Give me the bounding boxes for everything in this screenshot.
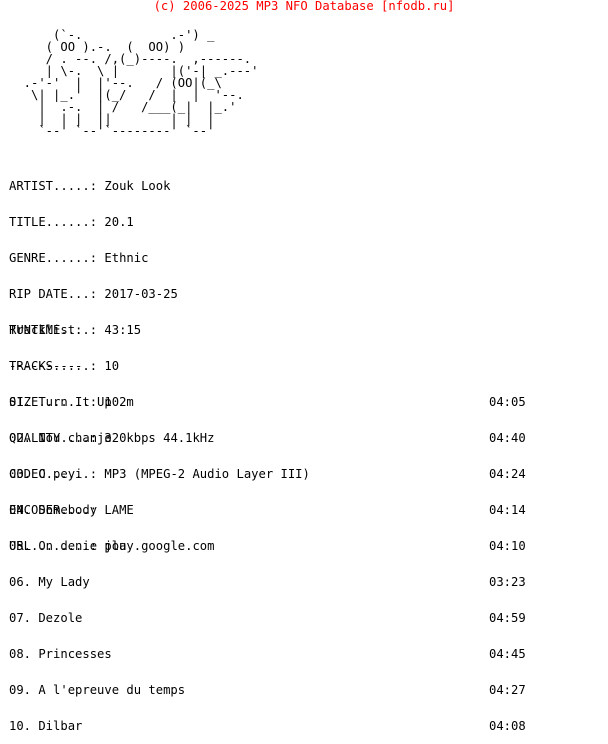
track-row: 04. Somebody 04:14 — [9, 504, 529, 516]
info-row-tracks: TRACKS.....: 10 — [9, 360, 310, 372]
track-title: 07. Dezole — [9, 611, 83, 625]
track-title: 03. O peyi — [9, 467, 83, 481]
info-row-rip-date: RIP DATE...: 2017-03-25 — [9, 288, 310, 300]
info-row-title: TITLE......: 20.1 — [9, 216, 310, 228]
info-value: 20.1 — [104, 215, 134, 229]
track-duration: 04:40 — [489, 431, 526, 445]
info-label: SIZE.......: — [9, 395, 98, 409]
info-row-codec: CODEC......: MP3 (MPEG-2 Audio Layer III… — [9, 468, 310, 480]
track-title: 06. My Lady — [9, 575, 90, 589]
track-title: 02. Nou chanje — [9, 431, 112, 445]
info-label: RIP DATE...: — [9, 287, 98, 301]
info-label: ARTIST.....: — [9, 179, 98, 193]
copyright-header: (c) 2006-2025 MP3 NFO Database [nfodb.ru… — [153, 0, 455, 13]
track-row: 06. My Lady 03:23 — [9, 576, 529, 588]
info-label: QUALITY....: — [9, 431, 98, 445]
info-row-runtime: RUNTIME....: 43:15 — [9, 324, 310, 336]
track-title: 04. Somebody — [9, 503, 98, 517]
track-duration: 04:10 — [489, 539, 526, 553]
track-duration: 04:27 — [489, 683, 526, 697]
info-label: CODEC......: — [9, 467, 98, 481]
track-row: 02. Nou chanje 04:40 — [9, 432, 529, 444]
track-duration: 04:05 — [489, 395, 526, 409]
track-duration: 04:14 — [489, 503, 526, 517]
track-duration: 04:24 — [489, 467, 526, 481]
info-value: Zouk Look — [104, 179, 171, 193]
tracklist-rule: ---------- — [9, 359, 83, 373]
info-row-genre: GENRE......: Ethnic — [9, 252, 310, 264]
track-duration: 04:59 — [489, 611, 526, 625]
track-row: 09. A l'epreuve du temps 04:27 — [9, 684, 529, 696]
info-value: 2017-03-25 — [104, 287, 178, 301]
info-value: 102m — [104, 395, 134, 409]
info-row-size: SIZE.......: 102m — [9, 396, 310, 408]
track-title: 01. Turn It Up — [9, 395, 112, 409]
info-label: TRACKS.....: — [9, 359, 98, 373]
info-value: 43:15 — [104, 323, 142, 337]
info-value: Ethnic — [104, 251, 149, 265]
track-title: 08. Princesses — [9, 647, 112, 661]
info-row-artist: ARTIST.....: Zouk Look — [9, 180, 310, 192]
track-row: 08. Princesses 04:45 — [9, 648, 529, 660]
info-value: 10 — [104, 359, 120, 373]
info-label: GENRE......: — [9, 251, 98, 265]
info-label: RUNTIME....: — [9, 323, 98, 337]
track-duration: 04:08 — [489, 719, 526, 733]
info-value: 320kbps 44.1kHz — [104, 431, 215, 445]
track-row: 05. On denie jou 04:10 — [9, 540, 529, 552]
info-row-quality: QUALITY....: 320kbps 44.1kHz — [9, 432, 310, 444]
ascii-art-logo: (`-. .-') _ ( OO ).-. ( OO) ) / . --. /,… — [23, 28, 259, 138]
track-row: 01. Turn It Up 04:05 — [9, 396, 529, 408]
info-label: TITLE......: — [9, 215, 98, 229]
track-title: 10. Dilbar — [9, 719, 83, 733]
track-row: 07. Dezole 04:59 — [9, 612, 529, 624]
track-duration: 03:23 — [489, 575, 526, 589]
track-title: 09. A l'epreuve du temps — [9, 683, 186, 697]
tracklist: Tracklist: ---------- 01. Turn It Up 04:0… — [9, 300, 529, 744]
track-duration: 04:45 — [489, 647, 526, 661]
tracklist-heading: Tracklist: — [9, 323, 83, 337]
info-value: MP3 (MPEG-2 Audio Layer III) — [104, 467, 310, 481]
track-row: 03. O peyi 04:24 — [9, 468, 529, 480]
track-row: 10. Dilbar 04:08 — [9, 720, 529, 732]
track-title: 05. On denie jou — [9, 539, 127, 553]
